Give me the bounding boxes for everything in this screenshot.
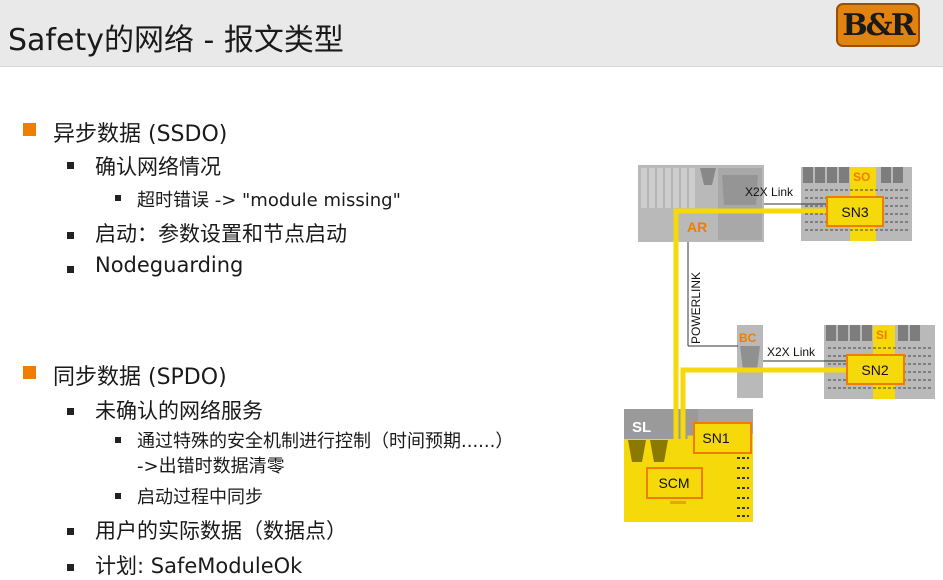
small-square-bullet-icon [115,195,121,201]
section1-heading: 异步数据 (SSDO) [53,122,228,147]
section2-item3: 计划: SafeModuleOk [95,554,303,578]
section1-item1: 确认网络情况 [95,155,221,179]
bc-module [737,325,763,398]
square-bullet-icon [67,162,74,169]
slide-title: Safety的网络 - 报文类型 [8,23,344,58]
sn3-label: SN3 [841,204,868,220]
section1-item3: Nodeguarding [95,253,244,277]
x2x-link-top-label: X2X Link [745,185,794,199]
section2-heading: 同步数据 (SPDO) [53,365,227,390]
logo-text: B&R [842,8,915,43]
orange-bullet-icon [23,366,36,379]
square-bullet-icon [67,266,74,273]
section2-item1-sub1-line1: 通过特殊的安全机制进行控制（时间预期......） [137,431,514,452]
ar-label: AR [687,219,707,235]
bc-label: BC [739,331,757,345]
square-bullet-icon [67,408,74,415]
section1-item1-sub1: 超时错误 -> "module missing" [137,190,401,211]
powerlink-label: POWERLINK [689,272,703,344]
small-square-bullet-icon [115,437,121,443]
sl-label: SL [632,419,651,436]
spdo-path-sn3 [673,208,832,500]
x2x-link-mid-label: X2X Link [767,345,816,359]
small-square-bullet-icon [115,493,121,499]
section2-item1-sub1-line2: ->出错时数据清零 [137,456,285,477]
section2-item1: 未确认的网络服务 [95,399,263,423]
sn3-node-box [826,196,884,227]
br-logo: B&R [836,3,920,47]
scm-node-box [646,467,703,499]
ar-cpu-module [638,165,764,242]
scm-led-icon [670,501,686,504]
sn1-label: SN1 [702,430,729,446]
square-bullet-icon [67,232,74,239]
slide-header: Safety的网络 - 报文类型 B&R [0,0,943,67]
section2-item1-sub2: 启动过程中同步 [137,487,263,508]
sn2-node-box [846,354,905,385]
sn2-label: SN2 [861,362,888,378]
spdo-path-sn2 [680,367,847,468]
orange-bullet-icon [23,123,36,136]
square-bullet-icon [67,528,74,535]
so-label: SO [853,170,870,184]
square-bullet-icon [67,564,74,571]
sn1-node-box [693,422,752,454]
section2-item2: 用户的实际数据（数据点） [95,519,347,543]
si-label: SI [876,328,887,342]
scm-label: SCM [658,475,689,491]
section1-item2: 启动：参数设置和节点启动 [95,222,347,246]
